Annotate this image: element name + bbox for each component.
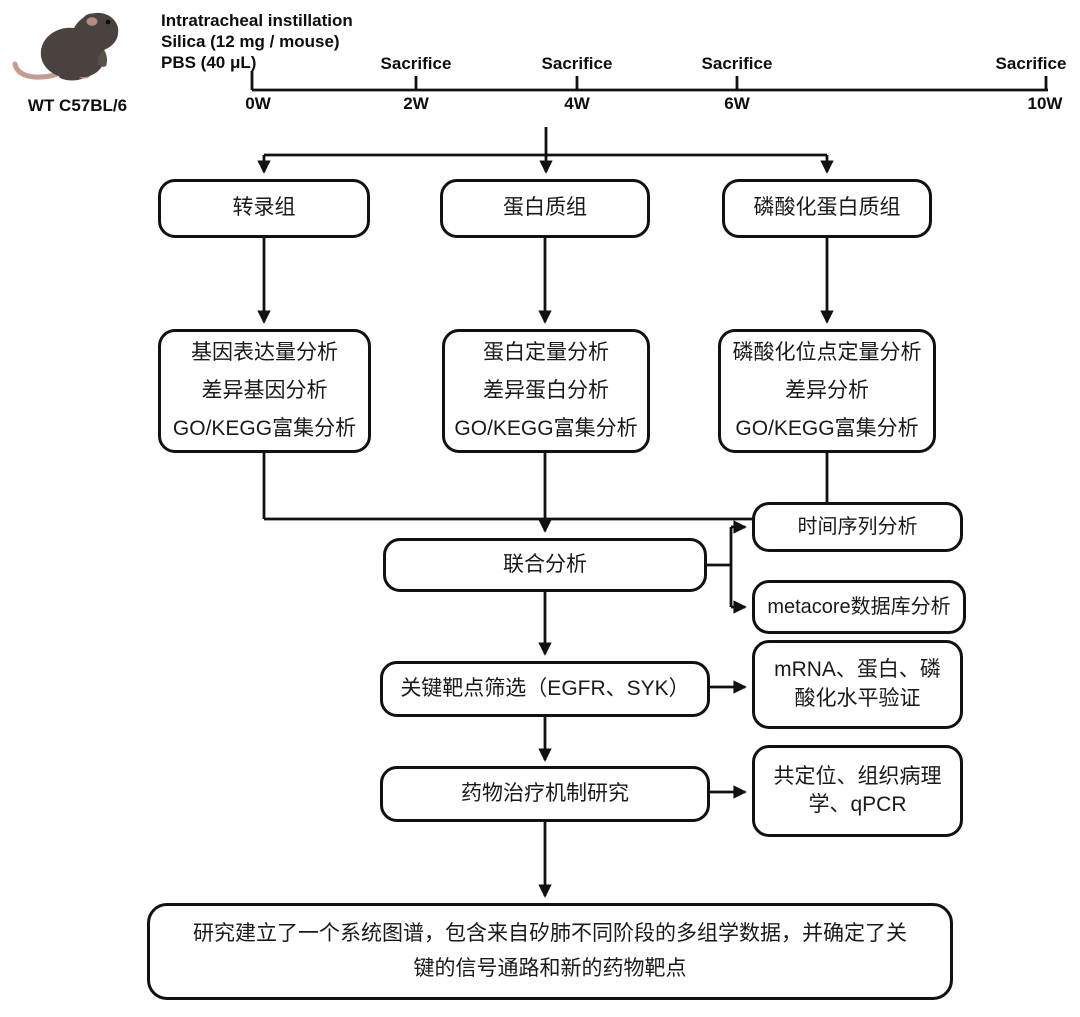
mechanism-study-label: 药物治疗机制研究 (461, 781, 629, 805)
sacrifice-label-2w: Sacrifice (380, 54, 452, 73)
box-conclusion: 研究建立了一个系统图谱，包含来自矽肺不同阶段的多组学数据，并确定了关键的信号通路… (147, 903, 953, 1000)
box-target-screening: 关键靶点筛选（EGFR、SYK） (380, 661, 710, 717)
combined-analysis-label: 联合分析 (503, 552, 587, 576)
mouse-ear-inner (86, 17, 98, 26)
instillation-text-block: Intratracheal instillation Silica (12 mg… (161, 10, 353, 73)
box-transcriptome-label: 转录组 (232, 196, 296, 220)
box-colocalization: 共定位、组织病理学、qPCR (752, 745, 963, 837)
box-metacore: metacore数据库分析 (752, 580, 966, 634)
phospho-analysis-line-3: GO/KEGG富集分析 (735, 417, 919, 440)
box-phospho-analysis: 磷酸化位点定量分析 差异分析 GO/KEGG富集分析 (718, 329, 936, 453)
sacrifice-label-6w: Sacrifice (701, 54, 773, 73)
week-label-2w: 2W (403, 94, 429, 113)
sacrifice-label-10w: Sacrifice (995, 54, 1067, 73)
mouse-strain-label: WT C57BL/6 (27, 96, 128, 115)
week-label-10w: 10W (1027, 94, 1063, 113)
box-proteome: 蛋白质组 (440, 179, 650, 238)
proteome-analysis-line-1: 蛋白定量分析 (483, 341, 609, 364)
instillation-line-1: Intratracheal instillation (161, 11, 353, 30)
mouse-eye (105, 19, 111, 25)
box-time-series: 时间序列分析 (752, 502, 963, 552)
proteome-analysis-line-2: 差异蛋白分析 (483, 379, 609, 402)
week-label-0w: 0W (245, 94, 271, 113)
week-label-6w: 6W (724, 94, 750, 113)
box-transcriptome: 转录组 (158, 179, 370, 238)
phospho-analysis-line-1: 磷酸化位点定量分析 (732, 341, 922, 364)
target-screening-label: 关键靶点筛选（EGFR、SYK） (400, 676, 690, 700)
box-phosphoproteome: 磷酸化蛋白质组 (722, 179, 932, 238)
box-mechanism-study: 药物治疗机制研究 (380, 766, 710, 822)
box-transcriptome-analysis: 基因表达量分析 差异基因分析 GO/KEGG富集分析 (158, 329, 371, 453)
box-validation: mRNA、蛋白、磷酸化水平验证 (752, 640, 963, 729)
mouse-front-paw (98, 50, 108, 67)
metacore-label: metacore数据库分析 (767, 595, 951, 618)
conclusion-text: 研究建立了一个系统图谱，包含来自矽肺不同阶段的多组学数据，并确定了关键的信号通路… (193, 921, 907, 980)
instillation-line-3: PBS (40 μL) (161, 53, 257, 72)
transcriptome-analysis-line-2: 差异基因分析 (201, 379, 328, 402)
instillation-line-2: Silica (12 mg / mouse) (161, 32, 340, 51)
validation-label: mRNA、蛋白、磷酸化水平验证 (774, 658, 941, 710)
box-proteome-analysis: 蛋白定量分析 差异蛋白分析 GO/KEGG富集分析 (442, 329, 650, 453)
time-series-label: 时间序列分析 (797, 515, 918, 538)
proteome-analysis-line-3: GO/KEGG富集分析 (454, 417, 638, 440)
transcriptome-analysis-line-3: GO/KEGG富集分析 (172, 417, 357, 440)
box-phosphoproteome-label: 磷酸化蛋白质组 (753, 196, 901, 220)
sacrifice-label-4w: Sacrifice (541, 54, 613, 73)
colocalization-label: 共定位、组织病理学、qPCR (773, 764, 942, 816)
mouse-illustration (12, 12, 119, 81)
box-proteome-label: 蛋白质组 (503, 196, 587, 220)
week-label-4w: 4W (564, 94, 590, 113)
phospho-analysis-line-2: 差异分析 (785, 379, 869, 402)
transcriptome-analysis-line-1: 基因表达量分析 (191, 341, 338, 364)
box-combined-analysis: 联合分析 (383, 538, 707, 592)
